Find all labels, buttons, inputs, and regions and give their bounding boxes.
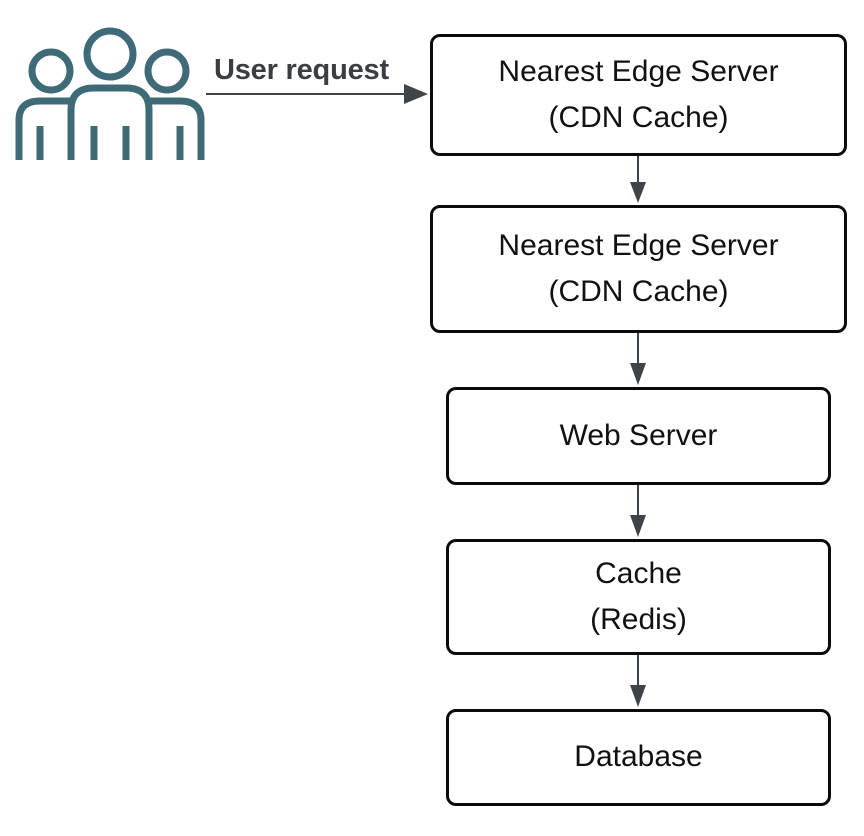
arrow-cache-to-database — [630, 655, 646, 707]
node-web-server: Web Server — [446, 387, 831, 485]
node-cache: Cache (Redis) — [446, 539, 831, 655]
user-request-label: User request — [214, 54, 389, 86]
node-subtitle: (CDN Cache) — [548, 101, 729, 134]
node-edge-server-1: Nearest Edge Server (CDN Cache) — [430, 34, 847, 156]
users-group-icon — [15, 27, 205, 160]
arrow-edge2-to-web — [630, 333, 646, 385]
node-title: Web Server — [559, 418, 718, 452]
arrow-edge1-to-edge2 — [630, 156, 646, 203]
node-database: Database — [446, 709, 831, 806]
node-title: Nearest Edge Server — [498, 228, 779, 262]
node-title: Nearest Edge Server — [498, 54, 779, 88]
node-subtitle: (CDN Cache) — [548, 275, 729, 308]
node-title: Cache — [595, 556, 682, 590]
arrow-web-to-cache — [630, 485, 646, 537]
user-request-arrow — [206, 84, 428, 104]
node-edge-server-2: Nearest Edge Server (CDN Cache) — [430, 205, 847, 333]
node-subtitle: (Redis) — [590, 603, 687, 636]
node-title: Database — [574, 740, 703, 774]
